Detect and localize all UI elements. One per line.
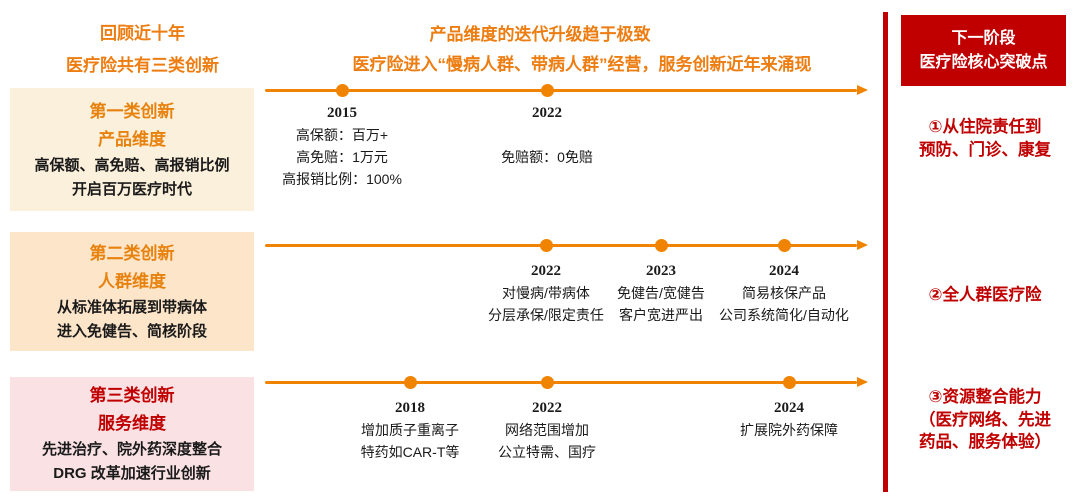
milestone-label: 免健告/宽健告 bbox=[617, 285, 705, 301]
next-stage-line2: 医疗险核心突破点 bbox=[919, 53, 1048, 71]
milestone-2024-population: 2024 简易核保产品 公司系统简化/自动化 bbox=[689, 260, 879, 326]
next-stage-item-line: ②全人群医疗险 bbox=[928, 286, 1042, 304]
milestone-2018-service: 2018 增加质子重离子 特药如CAR-T等 bbox=[315, 397, 505, 463]
category-desc: 进入免健告、简核阶段 bbox=[56, 322, 207, 340]
milestone-year: 2022 bbox=[531, 263, 561, 279]
next-stage-item-line: ①从住院责任到 bbox=[928, 118, 1042, 136]
milestone-label: 增加质子重离子 bbox=[361, 422, 459, 438]
next-stage-item-2: ②全人群医疗险 bbox=[900, 284, 1070, 307]
timeline-line bbox=[265, 244, 857, 247]
arrow-right-icon bbox=[857, 377, 868, 387]
category-desc: 开启百万医疗时代 bbox=[71, 180, 192, 198]
timeline-line bbox=[265, 381, 857, 384]
category-box-product: 第一类创新 产品维度 高保额、高免赔、高报销比例 开启百万医疗时代 bbox=[10, 88, 254, 211]
category-desc: DRG 改革加速行业创新 bbox=[53, 465, 211, 482]
milestone-2022-population: 2022 对慢病/带病体 分层承保/限定责任 bbox=[451, 260, 641, 326]
milestone-label: 高保额：百万+ bbox=[295, 127, 389, 143]
arrow-right-icon bbox=[857, 240, 868, 250]
milestone-2023-population: 2023 免健告/宽健告 客户宽进严出 bbox=[566, 260, 756, 326]
next-stage-item-1: ①从住院责任到 预防、门诊、康复 bbox=[900, 116, 1070, 161]
milestone-label: 免赔额：0免赔 bbox=[501, 149, 593, 165]
next-stage-item-line: 药品、服务体验） bbox=[919, 433, 1051, 451]
milestone-dot bbox=[540, 239, 553, 252]
milestone-dot bbox=[783, 376, 796, 389]
milestone-label: 特药如CAR-T等 bbox=[360, 444, 460, 460]
timeline-product bbox=[265, 84, 868, 97]
milestone-dot bbox=[655, 239, 668, 252]
next-stage-item-line: （医疗网络、先进 bbox=[919, 410, 1051, 429]
milestone-label: 对慢病/带病体 bbox=[502, 285, 590, 301]
left-title-line1: 回顾近十年 bbox=[100, 24, 185, 43]
milestone-dot bbox=[778, 239, 791, 252]
milestone-2022-service: 2022 网络范围增加 公立特需、国疗 bbox=[452, 397, 642, 463]
category-desc: 从标准体拓展到带病体 bbox=[56, 298, 207, 316]
milestone-label: 高免赔：1万元 bbox=[296, 149, 388, 165]
milestone-year: 2022 bbox=[532, 105, 562, 121]
next-stage-line1: 下一阶段 bbox=[951, 29, 1016, 47]
category-box-service: 第三类创新 服务维度 先进治疗、院外药深度整合 DRG 改革加速行业创新 bbox=[10, 377, 254, 491]
milestone-2022-product: 2022 免赔额：0免赔 bbox=[452, 102, 642, 168]
category-dimension: 服务维度 bbox=[98, 414, 166, 433]
next-stage-item-line: 预防、门诊、康复 bbox=[919, 140, 1051, 159]
milestone-label: 网络范围增加 bbox=[505, 422, 589, 438]
center-title-line1: 产品维度的迭代升级趋于极致 bbox=[429, 25, 651, 44]
category-desc: 高保额、高免赔、高报销比例 bbox=[34, 156, 230, 174]
milestone-year: 2018 bbox=[395, 400, 425, 416]
left-title-line2: 医疗险共有三类创新 bbox=[66, 56, 219, 75]
milestone-label: 简易核保产品 bbox=[742, 285, 826, 301]
timeline-service bbox=[265, 376, 868, 389]
timeline-line bbox=[265, 89, 857, 92]
milestone-dot bbox=[541, 376, 554, 389]
category-title: 第二类创新 bbox=[89, 243, 175, 263]
milestone-label: 客户宽进严出 bbox=[619, 307, 703, 323]
category-title: 第三类创新 bbox=[89, 386, 175, 405]
milestone-2024-service: 2024 扩展院外药保障 bbox=[694, 397, 884, 441]
milestone-year: 2022 bbox=[532, 400, 562, 416]
milestone-dot bbox=[541, 84, 554, 97]
category-box-population: 第二类创新 人群维度 从标准体拓展到带病体 进入免健告、简核阶段 bbox=[10, 232, 254, 351]
milestone-2015-product: 2015 高保额：百万+ 高免赔：1万元 高报销比例：100% bbox=[247, 102, 437, 190]
vertical-divider bbox=[883, 12, 888, 492]
center-title-line2: 医疗险进入“慢病人群、带病人群”经营，服务创新近年来涌现 bbox=[352, 55, 812, 74]
milestone-label: 公司系统简化/自动化 bbox=[719, 307, 849, 323]
category-title: 第一类创新 bbox=[89, 101, 175, 121]
category-dimension: 人群维度 bbox=[98, 271, 166, 291]
left-section-title: 回顾近十年 医疗险共有三类创新 bbox=[15, 18, 270, 82]
milestone-year: 2023 bbox=[646, 263, 676, 279]
milestone-year: 2024 bbox=[774, 400, 804, 416]
milestone-year: 2015 bbox=[327, 105, 357, 121]
next-stage-item-3: ③资源整合能力 （医疗网络、先进 药品、服务体验） bbox=[900, 386, 1070, 454]
milestone-label: 分层承保/限定责任 bbox=[488, 307, 604, 323]
milestone-label: 公立特需、国疗 bbox=[498, 444, 596, 460]
next-stage-header-box: 下一阶段 医疗险核心突破点 bbox=[901, 15, 1066, 86]
timeline-population bbox=[265, 239, 868, 252]
next-stage-item-line: ③资源整合能力 bbox=[928, 388, 1042, 406]
milestone-dot bbox=[336, 84, 349, 97]
milestone-dot bbox=[404, 376, 417, 389]
milestone-label: 扩展院外药保障 bbox=[740, 422, 838, 438]
milestone-year: 2024 bbox=[769, 263, 799, 279]
category-desc: 先进治疗、院外药深度整合 bbox=[41, 441, 222, 458]
arrow-right-icon bbox=[857, 85, 868, 95]
milestone-label: 高报销比例：100% bbox=[282, 171, 402, 187]
category-dimension: 产品维度 bbox=[98, 129, 166, 149]
